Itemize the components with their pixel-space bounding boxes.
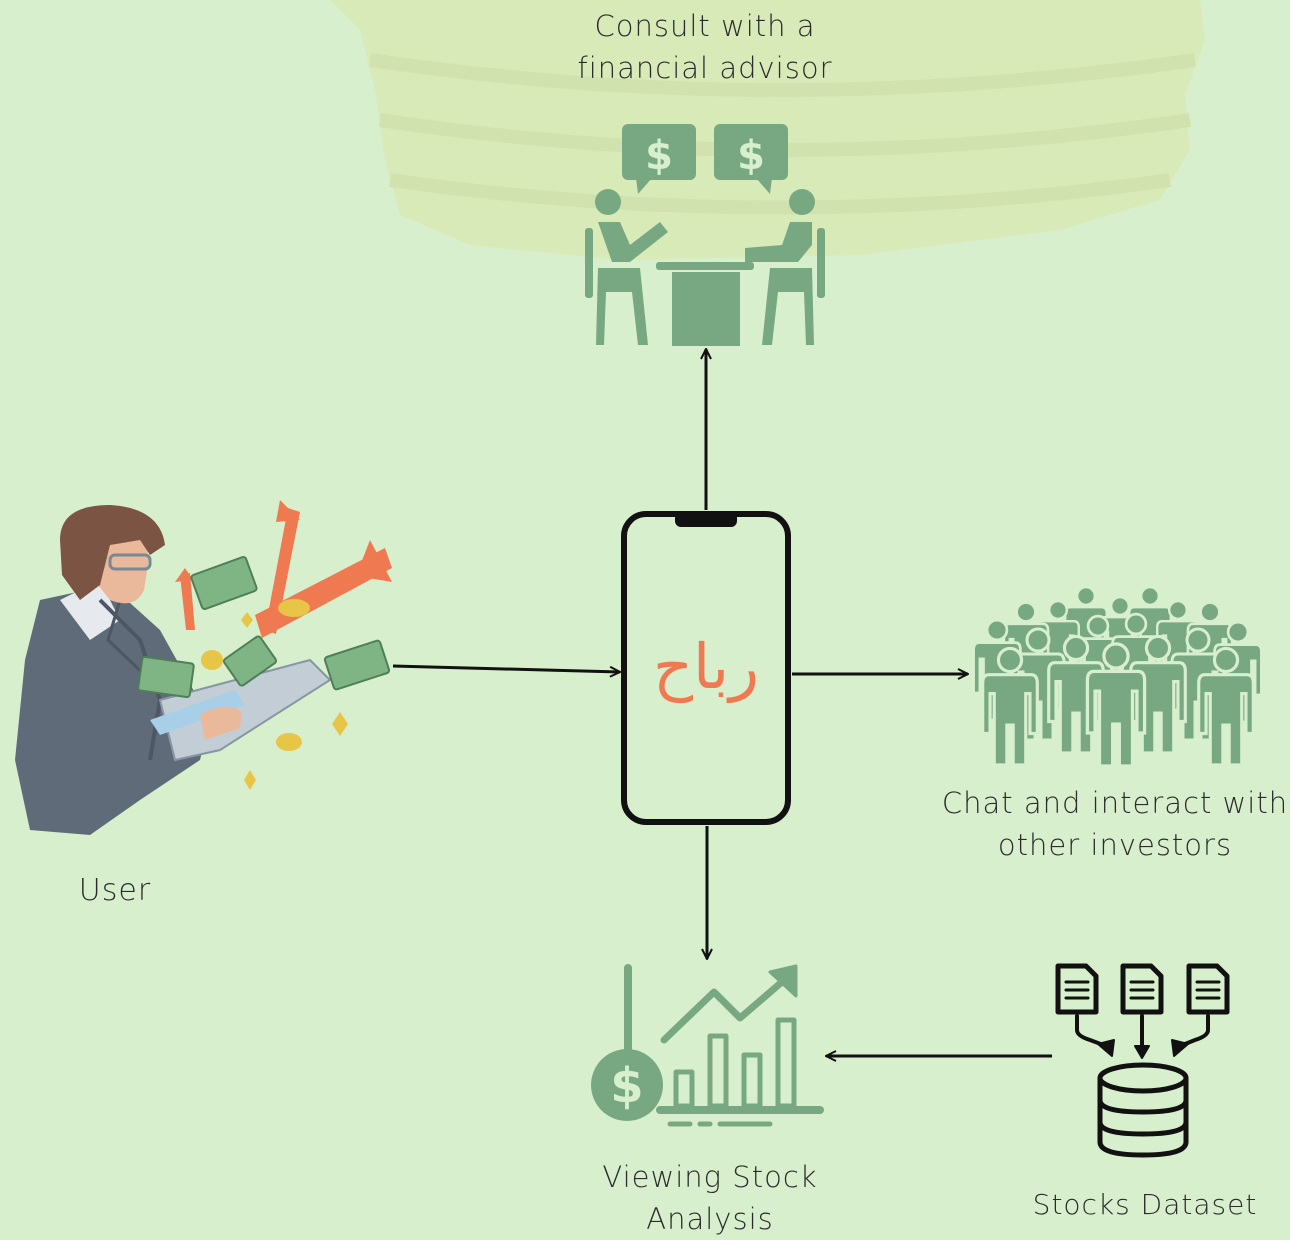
analysis-node-label: Viewing Stock Analysis: [560, 1156, 860, 1240]
document-icon-3: [1186, 963, 1230, 1015]
investor-crowd-icon: [972, 585, 1263, 768]
database-icon: [1055, 963, 1230, 1158]
smartphone-icon: [621, 511, 791, 825]
svg-text:$: $: [610, 1058, 643, 1114]
advisor-label-line-1: Consult with a: [594, 9, 816, 43]
dataset-node-label: Stocks Dataset: [1010, 1184, 1280, 1226]
community-node-label: Chat and interact with other investors: [935, 782, 1290, 866]
stock-chart-icon: $: [591, 964, 824, 1127]
community-label-line-2: other investors: [997, 828, 1233, 862]
edge-user-to-app: [392, 664, 620, 672]
investor-figure: [1085, 642, 1147, 768]
svg-text:$: $: [645, 133, 673, 179]
advisor-node-label: Consult with a financial advisor: [540, 5, 870, 89]
community-label-line-1: Chat and interact with: [941, 786, 1289, 820]
user-with-tablet-illustration: [15, 500, 392, 835]
user-label: User: [78, 873, 152, 908]
advisor-label-line-2: financial advisor: [577, 51, 833, 85]
svg-text:$: $: [737, 133, 765, 179]
document-icon-2: [1120, 963, 1164, 1015]
dataset-label: Stocks Dataset: [1032, 1188, 1258, 1221]
app-name-label: رباح: [652, 630, 760, 703]
advisor-meeting-icon: $ $: [585, 124, 825, 346]
investor-figure: [1197, 646, 1255, 767]
edges: [392, 349, 1052, 1056]
investor-figure: [981, 646, 1039, 767]
user-node-label: User: [40, 870, 190, 912]
analysis-label-line-1: Viewing Stock: [602, 1160, 818, 1194]
document-icon-1: [1055, 963, 1099, 1015]
analysis-label-line-2: Analysis: [646, 1202, 774, 1236]
